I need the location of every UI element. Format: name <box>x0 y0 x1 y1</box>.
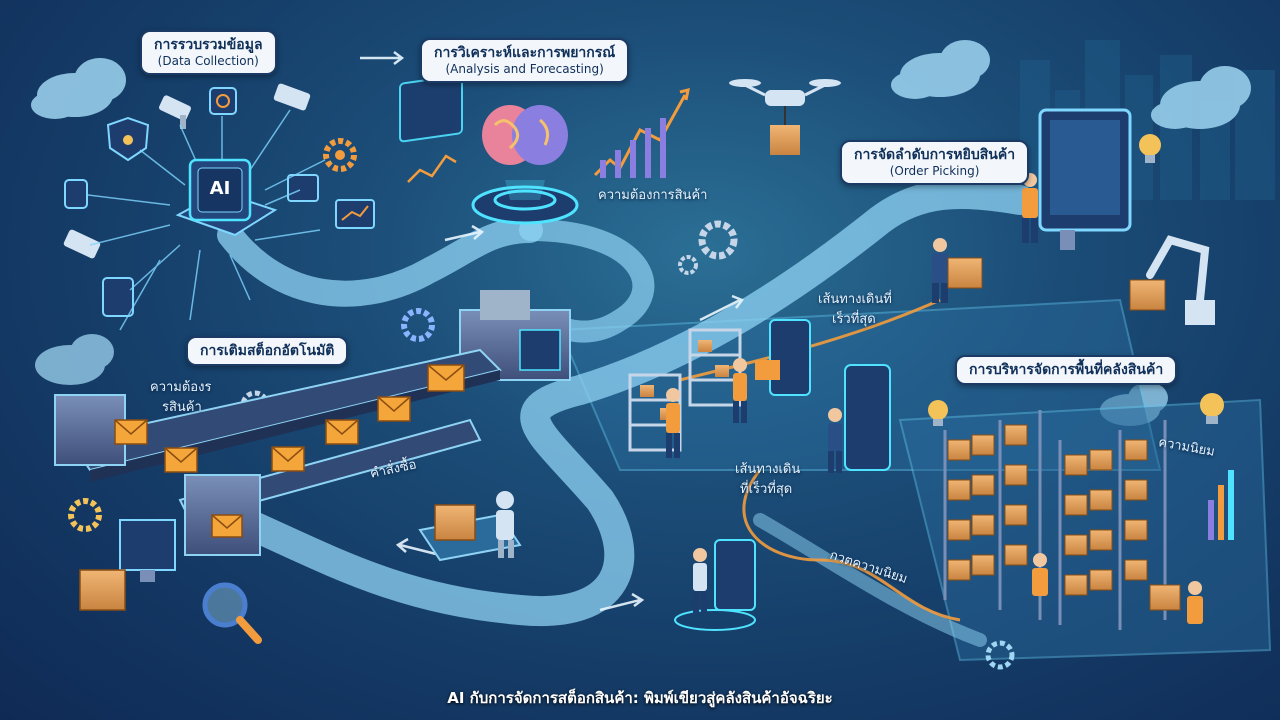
worker-icon <box>932 238 983 303</box>
chart-icon <box>287 174 375 229</box>
bar-chart-icon <box>1208 470 1234 540</box>
tablet-icon <box>844 364 891 471</box>
tablet-icon <box>102 277 134 317</box>
text-product-demand-left-2: รสินค้า <box>162 400 202 415</box>
warehouse-shelves <box>943 410 1181 630</box>
label-data-collection-th: การรวบรวมข้อมูล <box>154 37 263 53</box>
lightbulb-icon <box>1139 134 1161 163</box>
label-order-picking: การจัดลำดับการหยิบสินค้า (Order Picking) <box>840 140 1030 185</box>
label-analysis: การวิเคราะห์และการพยากรณ์ (Analysis and … <box>420 38 630 83</box>
ai-chip <box>175 158 278 237</box>
text-fastest-route-2a: เส้นทางเดิน <box>735 462 801 477</box>
text-fastest-route-2b: ที่เร็วที่สุด <box>740 482 793 497</box>
lightbulb-icon <box>928 400 948 426</box>
chart-icon <box>593 87 690 178</box>
gear-icon <box>68 498 102 532</box>
text-product-demand: ความต้องการสินค้า <box>598 188 708 203</box>
drone-icon <box>729 79 841 155</box>
shield-icon <box>106 116 150 162</box>
robot-arm-icon <box>1129 235 1215 325</box>
camera-icon <box>159 95 191 129</box>
robot-station <box>418 491 522 562</box>
gear-icon <box>678 220 738 275</box>
gear-icon <box>401 308 435 342</box>
label-warehouse-space-th: การบริหารจัดการพื้นที่คลังสินค้า <box>969 362 1164 378</box>
text-product-demand-left-1: ความต้องร <box>150 380 212 395</box>
label-order-picking-th: การจัดลำดับการหยิบสินค้า <box>854 147 1016 163</box>
lightbulb-icon <box>1200 393 1224 424</box>
text-fastest-route-1b: เร็วที่สุด <box>832 312 876 327</box>
worker-icon <box>1022 173 1038 243</box>
cloud-icon <box>1151 66 1251 129</box>
magnifier-icon <box>202 582 262 644</box>
label-order-picking-en: (Order Picking) <box>889 164 980 178</box>
ai-chip-label: AI <box>209 178 231 199</box>
camera-icon <box>273 83 311 111</box>
monitor-icon <box>1038 108 1132 250</box>
gear-icon <box>323 138 357 172</box>
worker-icon <box>828 408 842 473</box>
label-analysis-en: (Analysis and Forecasting) <box>445 62 604 76</box>
label-analysis-th: การวิเคราะห์และการพยากรณ์ <box>434 45 616 61</box>
camera-icon <box>63 229 101 259</box>
label-auto-restock-th: การเติมสต็อกอัตโนมัติ <box>200 343 335 359</box>
worker-icon <box>733 358 747 423</box>
circuit-lines <box>87 109 326 331</box>
worker-icon <box>1187 581 1203 624</box>
worker-icon <box>1032 553 1048 596</box>
label-warehouse-space: การบริหารจัดการพื้นที่คลังสินค้า <box>955 355 1178 385</box>
chart-icon <box>399 74 463 183</box>
label-data-collection: การรวบรวมข้อมูล (Data Collection) <box>140 30 277 75</box>
label-auto-restock: การเติมสต็อกอัตโนมัติ <box>186 336 349 366</box>
gear-icon <box>985 640 1015 670</box>
brain-icon <box>471 105 579 225</box>
cloud-icon <box>1100 382 1168 426</box>
tablet-icon <box>674 539 756 631</box>
label-data-collection-en: (Data Collection) <box>157 54 259 68</box>
worker-icon <box>666 388 680 458</box>
cloud-icon <box>891 40 990 99</box>
worker-icon <box>693 548 707 613</box>
envelope-icon <box>114 364 465 538</box>
box-icon <box>79 569 126 611</box>
cloud-icon <box>31 58 126 119</box>
flow-path <box>217 179 1035 647</box>
sensor-icon <box>209 87 237 115</box>
conveyor-machine <box>54 394 261 556</box>
device-icon <box>64 179 88 209</box>
tablet-icon <box>755 319 811 396</box>
text-fastest-route-1a: เส้นทางเดินที่ <box>818 292 892 307</box>
monitor-icon <box>119 519 176 582</box>
cloud-icon <box>35 334 114 385</box>
page-caption: AI กับการจัดการสต็อกสินค้า: พิมพ์เขียวสู… <box>447 689 833 707</box>
